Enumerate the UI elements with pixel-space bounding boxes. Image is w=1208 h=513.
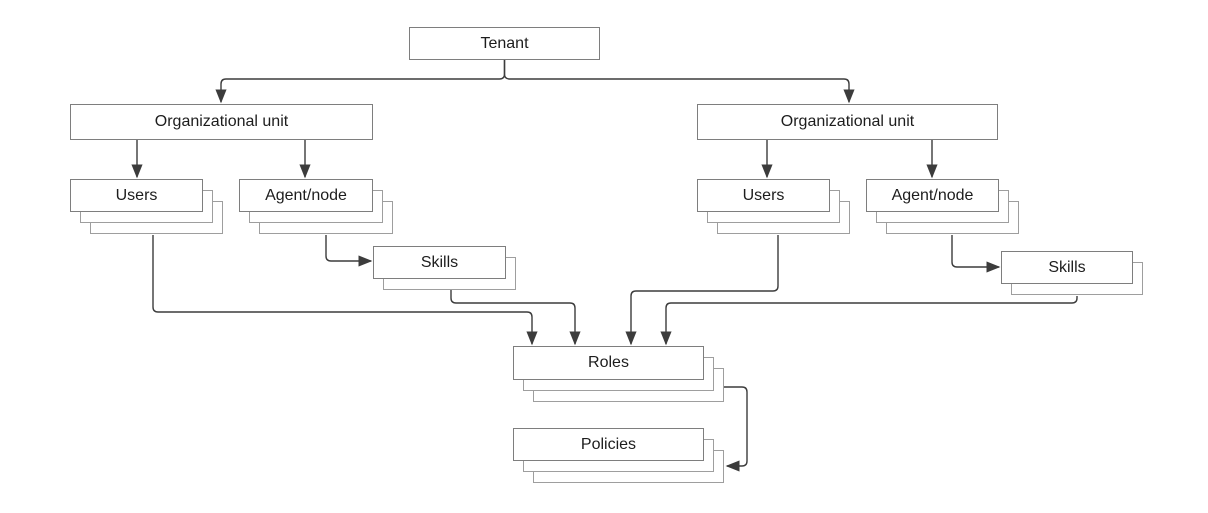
node-tenant: Tenant bbox=[409, 27, 600, 60]
node-skills-right-box: Skills bbox=[1001, 251, 1133, 284]
node-tenant-label: Tenant bbox=[480, 34, 529, 52]
edge-users-right-to-roles bbox=[625, 235, 779, 346]
node-org-unit-right-label: Organizational unit bbox=[780, 113, 915, 130]
edge-roles-to-policies bbox=[724, 386, 748, 472]
edge-skills-right-to-roles bbox=[660, 296, 1078, 346]
node-agent-node-left-label: Agent/node bbox=[265, 186, 347, 204]
edge-tenant-to-org-unit-left bbox=[215, 60, 506, 104]
node-skills-left-box: Skills bbox=[373, 246, 506, 279]
node-policies: Policies bbox=[513, 428, 724, 483]
node-agent-node-right-box: Agent/node bbox=[866, 179, 999, 212]
edge-agent-node-left-to-skills-left bbox=[325, 235, 373, 267]
node-roles-label: Roles bbox=[588, 354, 629, 371]
node-users-right-label: Users bbox=[742, 186, 785, 204]
node-agent-node-right-label: Agent/node bbox=[891, 186, 974, 204]
edge-tenant-to-org-unit-right bbox=[503, 60, 855, 104]
edge-skills-left-to-roles bbox=[450, 290, 581, 346]
node-org-unit-left: Organizational unit bbox=[70, 104, 373, 140]
node-users-left: Users bbox=[70, 179, 223, 234]
node-skills-left: Skills bbox=[373, 246, 516, 290]
node-roles-box: Roles bbox=[513, 346, 704, 380]
node-skills-left-label: Skills bbox=[420, 253, 459, 271]
node-org-unit-left-box: Organizational unit bbox=[70, 104, 373, 140]
node-agent-node-left-box: Agent/node bbox=[239, 179, 373, 212]
node-users-right: Users bbox=[697, 179, 850, 234]
node-policies-box: Policies bbox=[513, 428, 704, 461]
node-org-unit-right: Organizational unit bbox=[697, 104, 998, 140]
node-skills-right: Skills bbox=[1001, 251, 1143, 295]
node-agent-node-left: Agent/node bbox=[239, 179, 393, 234]
node-users-left-label: Users bbox=[115, 186, 158, 204]
edge-agent-node-right-to-skills-right bbox=[951, 235, 1001, 273]
node-org-unit-left-label: Organizational unit bbox=[154, 113, 289, 130]
node-skills-right-label: Skills bbox=[1048, 258, 1086, 276]
node-agent-node-right: Agent/node bbox=[866, 179, 1019, 234]
node-org-unit-right-box: Organizational unit bbox=[697, 104, 998, 140]
node-roles: Roles bbox=[513, 346, 724, 402]
node-tenant-box: Tenant bbox=[409, 27, 600, 60]
node-policies-label: Policies bbox=[580, 435, 637, 453]
node-users-left-box: Users bbox=[70, 179, 203, 212]
node-users-right-box: Users bbox=[697, 179, 830, 212]
